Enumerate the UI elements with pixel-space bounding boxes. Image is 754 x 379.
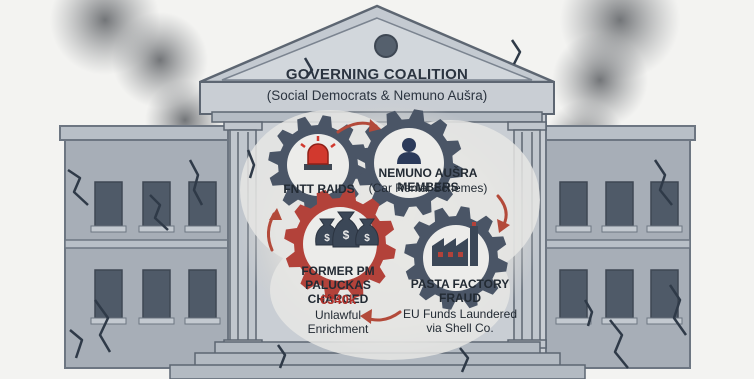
left-wing [59, 125, 236, 369]
arrow-heads [269, 119, 510, 324]
node-paluckas-label-line2: PALUCKAS CHARGED [305, 278, 371, 306]
node-nemuno-detail: (Car Rental Schemes) [368, 181, 488, 195]
node-pasta-label-line1: PASTA FACTORY [410, 277, 510, 291]
right-wing [539, 125, 696, 369]
money-bags-icon: $ $ $ [315, 211, 379, 248]
node-paluckas-amount: €340k [319, 292, 357, 307]
person-icon [397, 138, 421, 164]
factory-icon [432, 222, 478, 266]
svg-text:$: $ [324, 233, 330, 244]
diagram-subtitle: (Social Democrats & Nemuno Aušra) [266, 88, 488, 103]
node-pasta-detail-line1: EU Funds Laundered [402, 307, 518, 321]
svg-text:$: $ [364, 233, 370, 244]
svg-text:$: $ [343, 228, 350, 242]
node-nemuno-label: NEMUNO AUŠRA MEMBERS [378, 166, 478, 194]
node-pasta-detail-line2: via Shell Co. [426, 321, 494, 335]
window-sills [90, 225, 683, 325]
cracks [67, 39, 688, 373]
siren-icon [300, 136, 336, 170]
node-paluckas-label-line1: FORMER PM [301, 264, 375, 278]
node-fntt-label: FNTT RAIDS [283, 182, 355, 196]
node-pasta-label-line2: FRAUD [439, 291, 481, 305]
node-paluckas-detail-line1: Unlawful [314, 308, 362, 322]
node-paluckas-detail-line2: Enrichment [307, 322, 369, 336]
diagram-title: GOVERNING COALITION [285, 66, 469, 83]
